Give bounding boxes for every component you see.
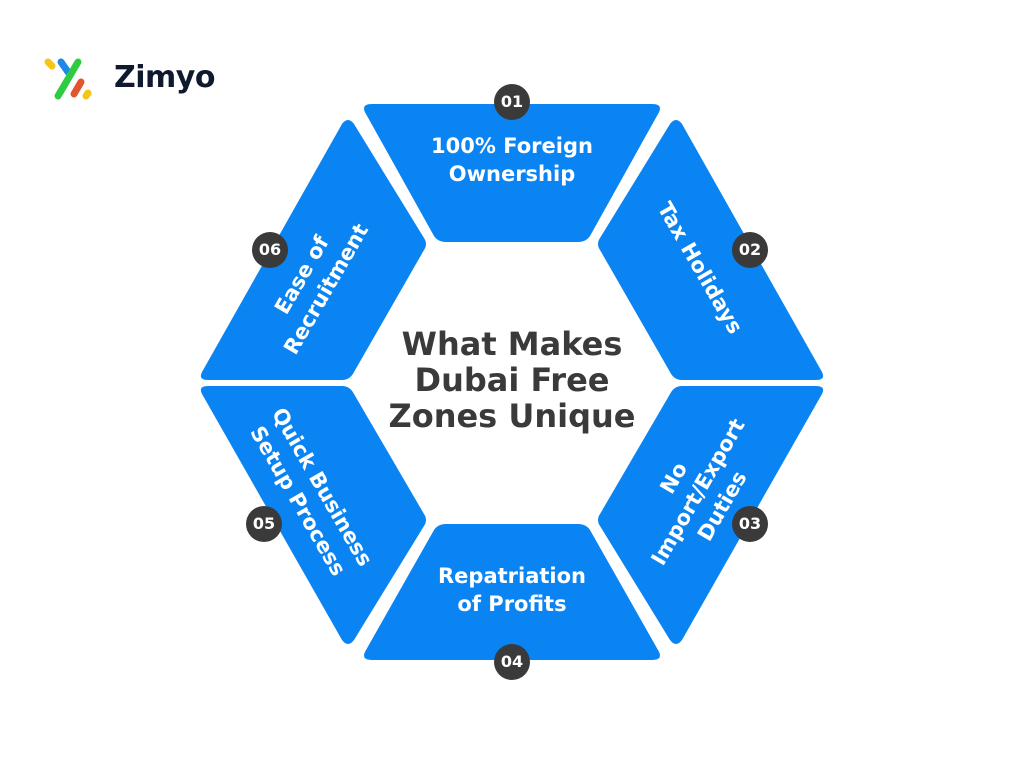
badge-01: 01 [494,84,530,120]
brand-name: Zimyo [114,60,215,95]
segment-04-label: Repatriation of Profits [438,564,586,616]
segment-04-shape [364,524,660,660]
segment-01-shape [364,104,660,242]
zimyo-logo-icon [44,58,92,100]
segment-02-shape [598,120,824,380]
badge-04: 04 [494,644,530,680]
center-title: What Makes Dubai Free Zones Unique [388,325,636,435]
segment-05-shape [200,386,426,644]
badge-06: 06 [252,232,288,268]
segment-06-shape [200,120,426,380]
badge-03: 03 [732,506,768,542]
segment-03-shape [598,386,824,644]
badge-02: 02 [732,232,768,268]
zimyo-logo: Zimyo [44,56,234,106]
badge-05: 05 [246,506,282,542]
segment-01-label: 100% Foreign Ownership [431,134,593,186]
